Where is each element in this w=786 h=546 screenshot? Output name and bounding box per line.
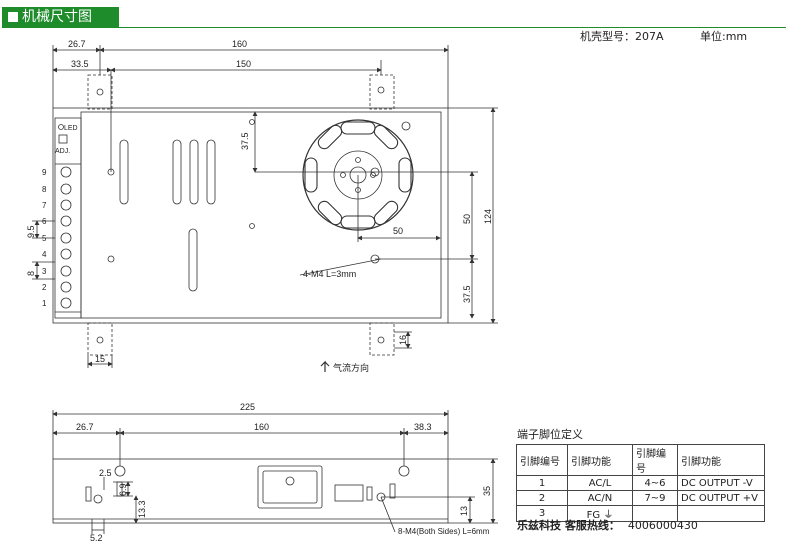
psu-inner-top [80, 111, 442, 319]
dim-50-h: 50 [393, 226, 403, 236]
mount-tab-br [369, 322, 395, 356]
airflow-label: 气流方向 [333, 362, 369, 373]
dim-50-v: 50 [462, 214, 472, 224]
psu-body-top [52, 107, 449, 324]
vent-slot [172, 139, 182, 205]
terminal-number: 7 [42, 201, 47, 210]
vent-slot [206, 139, 216, 205]
tab-hole-tl [96, 88, 104, 96]
dim-38-3: 38.3 [414, 422, 432, 432]
pin-table-title: 端子脚位定义 [517, 428, 583, 441]
mount-tab-tr [369, 74, 395, 110]
unit-label: 单位:mm [700, 30, 748, 43]
terminal-number: 5 [42, 234, 47, 243]
tab-hole-bl [96, 336, 104, 344]
dim-33-5: 33.5 [71, 59, 89, 69]
terminal-cover [257, 465, 323, 509]
dim-9-5: 9.5 [26, 225, 36, 238]
terminal-number: 4 [42, 250, 47, 259]
dim-26-7-side: 26.7 [76, 422, 94, 432]
table-row: 3 FG ⏚ [516, 505, 765, 522]
dim-6-9: 6.9 [118, 483, 128, 496]
led-label: LED [64, 125, 78, 132]
table-cell: AC/N [567, 490, 633, 506]
terminal-screws [60, 166, 72, 309]
table-cell: 7~9 [632, 490, 678, 506]
terminal-number: 2 [42, 283, 47, 292]
hole [107, 255, 115, 263]
dim-15: 15 [95, 354, 105, 364]
dim-225: 225 [240, 402, 255, 412]
section-title: 机械尺寸图 [22, 9, 92, 25]
dim-160: 160 [232, 39, 247, 49]
header-divider [2, 27, 786, 28]
psu-body-side [52, 458, 449, 524]
side-hole [398, 465, 410, 477]
dim-2-5: 2.5 [99, 468, 112, 478]
model-label: 机壳型号：207A [580, 30, 664, 43]
side-hole [93, 494, 103, 504]
dim-124: 124 [483, 209, 493, 224]
col-header: 引脚编号 [516, 444, 568, 476]
tab-hole-br [377, 336, 385, 344]
led-indicator [58, 124, 64, 130]
adj-pot [58, 134, 68, 144]
terminal-number: 9 [42, 168, 47, 177]
vent-slot [188, 228, 198, 292]
terminal-number: 1 [42, 299, 47, 308]
table-cell [677, 505, 765, 522]
hole [249, 119, 255, 125]
dim-13: 13 [459, 506, 469, 516]
dim-35: 35 [482, 486, 492, 496]
terminal-number: 6 [42, 217, 47, 226]
hotline: 乐兹科技 客服热线： 4006000430 [517, 517, 698, 533]
table-row: 2 AC/N 7~9 DC OUTPUT +V [516, 490, 765, 506]
hotline-number: 4006000430 [627, 519, 698, 532]
mount-note-top: 4-M4 L=3mm [303, 269, 356, 279]
section-header: 机械尺寸图 [2, 7, 119, 27]
adj-label: ADJ. [55, 148, 70, 155]
dim-160-side: 160 [254, 422, 269, 432]
hole [249, 223, 255, 229]
terminal-number: 8 [42, 185, 47, 194]
hole [401, 121, 411, 131]
mount-tab-bl [87, 322, 113, 356]
dim-13-3: 13.3 [137, 500, 147, 518]
vent-slot [119, 139, 129, 205]
dim-37-5-bottom: 37.5 [462, 285, 472, 303]
table-cell: 2 [516, 490, 568, 506]
square-icon [8, 12, 18, 22]
side-hole [114, 465, 126, 477]
airflow-arrow-icon [320, 360, 330, 372]
col-header: 引脚功能 [677, 444, 765, 476]
table-header-row: 引脚编号 引脚功能 引脚编号 引脚功能 [516, 444, 765, 476]
dim-8: 8 [26, 271, 36, 276]
table-row: 1 AC/L 4~6 DC OUTPUT -V [516, 475, 765, 491]
label-window [334, 484, 364, 502]
hotline-label: 乐兹科技 客服热线： [517, 519, 620, 532]
mount-note-side: 8-M4(Both Sides) L=6mm [398, 527, 490, 536]
dim-37-5-top: 37.5 [240, 132, 250, 150]
tab-hole-tr [377, 86, 385, 94]
table-cell: DC OUTPUT -V [677, 475, 765, 491]
dim-150: 150 [236, 59, 251, 69]
col-header: 引脚编号 [632, 444, 678, 476]
vent-slot [189, 139, 199, 205]
terminal-panel [54, 117, 82, 319]
table-cell: 3 [516, 505, 568, 522]
table-cell: DC OUTPUT +V [677, 490, 765, 506]
table-cell: 4~6 [632, 475, 678, 491]
dim-26-7: 26.7 [68, 39, 86, 49]
table-cell: AC/L [567, 475, 633, 491]
dim-16: 16 [398, 335, 408, 345]
col-header: 引脚功能 [567, 444, 633, 476]
terminal-number: 3 [42, 267, 47, 276]
pin-table: 引脚编号 引脚功能 引脚编号 引脚功能 1 AC/L 4~6 DC OUTPUT… [516, 444, 765, 522]
mount-tab-tl [87, 74, 113, 110]
dim-5-2: 5.2 [90, 533, 103, 543]
table-cell: 1 [516, 475, 568, 491]
